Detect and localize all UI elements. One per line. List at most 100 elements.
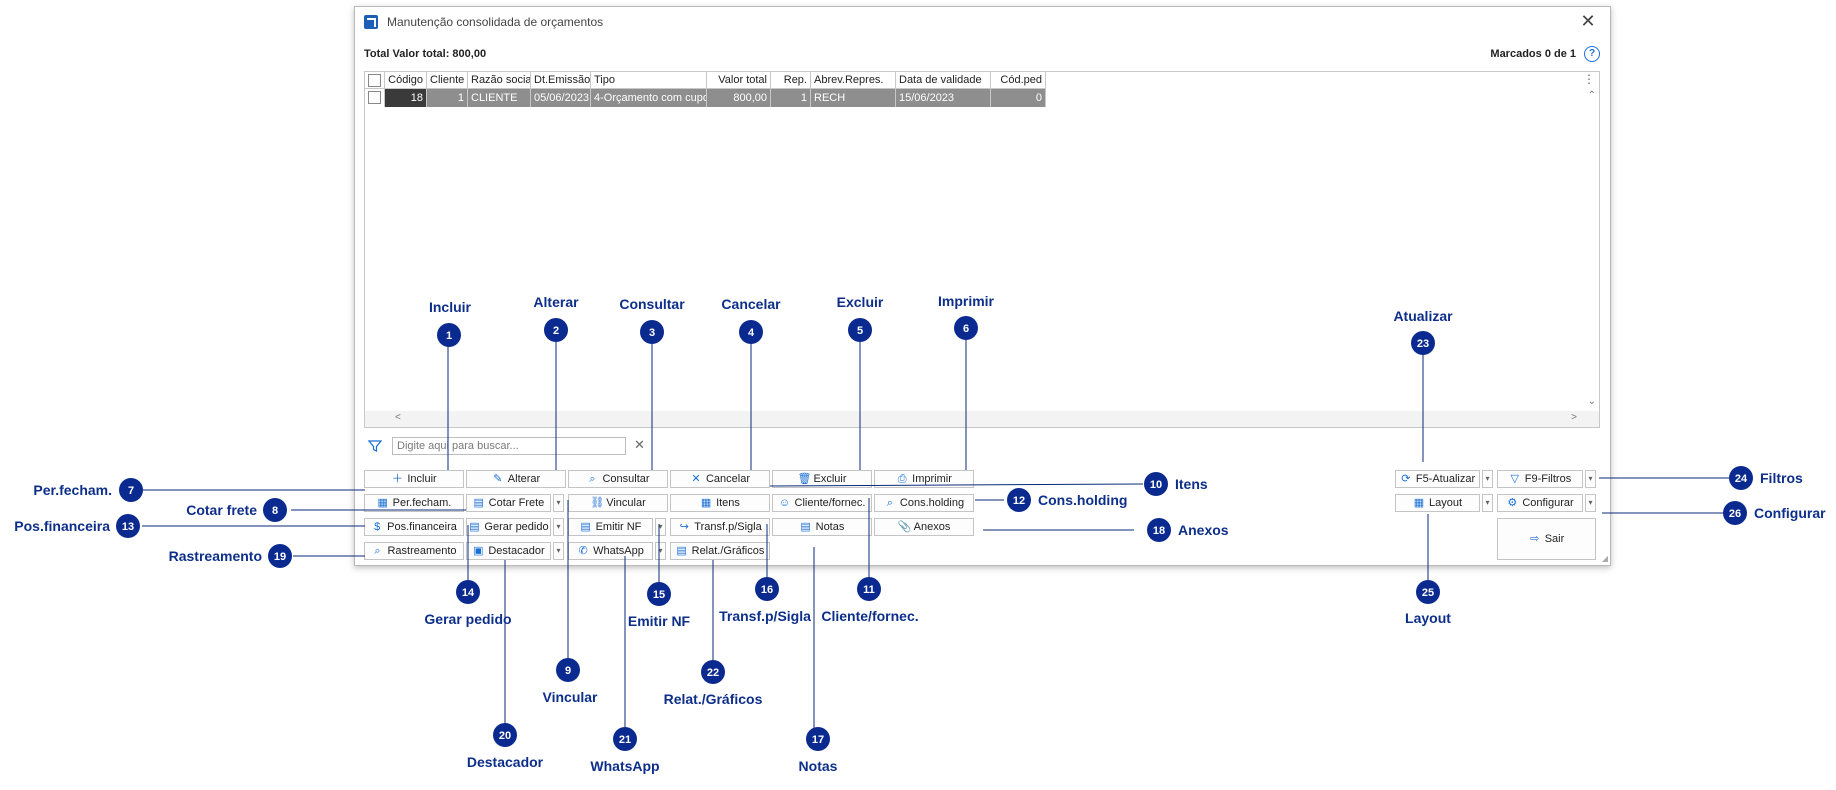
annotation-label: Transf.p/Sigla (719, 608, 811, 624)
cell-validity-date: 15/06/2023 (896, 89, 991, 107)
col-header[interactable]: Valor total (707, 72, 771, 88)
row-checkbox-cell[interactable] (365, 89, 385, 107)
svg-text:13: 13 (122, 521, 134, 533)
cons-holding-button[interactable]: ⌕Cons.holding (874, 494, 974, 512)
quote-freight-dropdown[interactable]: ▾ (553, 494, 564, 512)
per-fecham-button[interactable]: ▦Per.fecham. (364, 494, 464, 512)
whatsapp-dropdown[interactable]: ▾ (655, 542, 666, 560)
annotation-badge: 14 (456, 580, 480, 604)
help-icon[interactable]: ? (1584, 46, 1600, 62)
svg-text:17: 17 (812, 734, 824, 746)
tracking-button[interactable]: ⌕Rastreamento (364, 542, 464, 560)
edit-icon: ✎ (493, 473, 503, 485)
layout-dropdown[interactable]: ▾ (1482, 494, 1493, 512)
scroll-up-icon[interactable]: ⌃ (1587, 90, 1596, 101)
annotation-badge: 6 (954, 316, 978, 340)
refresh-dropdown[interactable]: ▾ (1482, 470, 1493, 488)
col-header[interactable]: Dt.Emissão (531, 72, 591, 88)
col-header[interactable]: Cliente (427, 72, 468, 88)
highlighter-dropdown[interactable]: ▾ (553, 542, 564, 560)
svg-text:11: 11 (863, 584, 875, 596)
annotation-badge: 18 (1147, 518, 1171, 542)
filter-icon[interactable] (368, 439, 382, 453)
filters-button[interactable]: ▽F9-Filtros (1497, 470, 1583, 488)
consult-button[interactable]: ⌕Consultar (568, 470, 668, 488)
delete-button[interactable]: 🗑Excluir (772, 470, 872, 488)
scroll-right-icon[interactable]: > (1571, 412, 1577, 423)
col-header[interactable]: Data de validade (896, 72, 991, 88)
configure-dropdown[interactable]: ▾ (1585, 494, 1596, 512)
annotation-label: Filtros (1760, 470, 1803, 486)
notes-button[interactable]: ▤Notas (772, 518, 872, 536)
col-header[interactable]: Cód.ped (991, 72, 1046, 88)
annotation-label: Imprimir (938, 293, 995, 309)
financial-position-button[interactable]: $Pos.financeira (364, 518, 464, 536)
layout-button[interactable]: ▦Layout (1395, 494, 1480, 512)
select-all-checkbox[interactable] (368, 74, 381, 87)
link-button[interactable]: ⛓Vincular (568, 494, 668, 512)
svg-text:25: 25 (1422, 587, 1434, 599)
configure-button[interactable]: ⚙Configurar (1497, 494, 1583, 512)
annotation-badge: 10 (1144, 472, 1168, 496)
annotation-label: WhatsApp (590, 758, 659, 774)
clear-search-icon[interactable]: ✕ (634, 437, 645, 452)
include-button[interactable]: ＋Incluir (364, 470, 464, 488)
select-all-cell[interactable] (365, 72, 385, 88)
col-header[interactable]: Rep. (771, 72, 811, 88)
refresh-button[interactable]: ⟳F5-Atualizar (1395, 470, 1480, 488)
annotation-label: Cons.holding (1038, 492, 1127, 508)
filters-dropdown[interactable]: ▾ (1585, 470, 1596, 488)
annotation-badge: 7 (119, 478, 143, 502)
print-button[interactable]: ⎙Imprimir (874, 470, 974, 488)
quote-freight-button[interactable]: ▤Cotar Frete (466, 494, 551, 512)
order-icon: ▤ (469, 521, 480, 533)
annotation-badge: 26 (1723, 501, 1747, 525)
search-icon: ⌕ (589, 473, 596, 485)
scroll-down-icon[interactable]: ⌄ (1587, 396, 1596, 407)
reports-charts-button[interactable]: ▤Relat./Gráficos (670, 542, 770, 560)
grid-header: Código Cliente Razão social Dt.Emissão T… (365, 72, 1046, 89)
resize-grip-icon[interactable]: ◢ (1601, 554, 1608, 563)
table-row[interactable]: 18 1 CLIENTE 05/06/2023 4-Orçamento com … (365, 89, 1046, 107)
scroll-left-icon[interactable]: < (395, 412, 401, 423)
table-icon: ▦ (700, 497, 712, 509)
col-header[interactable]: Abrev.Repres. (811, 72, 896, 88)
whatsapp-button[interactable]: ✆WhatsApp (568, 542, 653, 560)
quotes-grid[interactable]: Código Cliente Razão social Dt.Emissão T… (364, 71, 1600, 428)
search-input[interactable] (392, 437, 626, 455)
svg-text:2: 2 (553, 325, 559, 337)
generate-order-button[interactable]: ▤Gerar pedido (466, 518, 551, 536)
title-bar: Manutenção consolidada de orçamentos ✕ (355, 7, 1610, 37)
col-header[interactable]: Razão social (468, 72, 531, 88)
annotation-badge: 23 (1411, 331, 1435, 355)
horizontal-scrollbar[interactable]: < > (365, 411, 1599, 427)
edit-button[interactable]: ✎Alterar (466, 470, 566, 488)
annotation-label: Cotar frete (186, 502, 257, 518)
col-header[interactable]: Código (385, 72, 427, 88)
cancel-button[interactable]: ✕Cancelar (670, 470, 770, 488)
row-checkbox[interactable] (368, 91, 381, 104)
svg-text:16: 16 (761, 584, 773, 596)
highlighter-button[interactable]: ▣Destacador (466, 542, 551, 560)
trash-icon: 🗑 (797, 473, 812, 485)
annotation-badge: 17 (806, 727, 830, 751)
items-button[interactable]: ▦Itens (670, 494, 770, 512)
grid-menu-icon[interactable]: ⋮ (1583, 72, 1595, 86)
svg-text:24: 24 (1735, 473, 1748, 485)
issue-invoice-dropdown[interactable]: ▾ (655, 518, 666, 536)
cell-type: 4-Orçamento com cupom (591, 89, 707, 107)
annotation-badge: 16 (755, 577, 779, 601)
consolidated-quotes-window: Manutenção consolidada de orçamentos ✕ T… (354, 6, 1611, 566)
link-icon: ⛓ (590, 497, 605, 509)
exit-button[interactable]: ⇨Sair (1497, 518, 1596, 560)
client-supplier-button[interactable]: ☺Cliente/fornec. (772, 494, 872, 512)
annotation-label: Consultar (619, 296, 685, 312)
transfer-sigla-button[interactable]: ↪Transf.p/Sigla (670, 518, 770, 536)
annotation-badge: 20 (493, 723, 517, 747)
svg-text:21: 21 (619, 734, 631, 746)
attachments-button[interactable]: 📎Anexos (874, 518, 974, 536)
annotation-label: Atualizar (1393, 308, 1453, 324)
col-header[interactable]: Tipo (591, 72, 707, 88)
generate-order-dropdown[interactable]: ▾ (553, 518, 564, 536)
close-button[interactable]: ✕ (1580, 11, 1596, 31)
